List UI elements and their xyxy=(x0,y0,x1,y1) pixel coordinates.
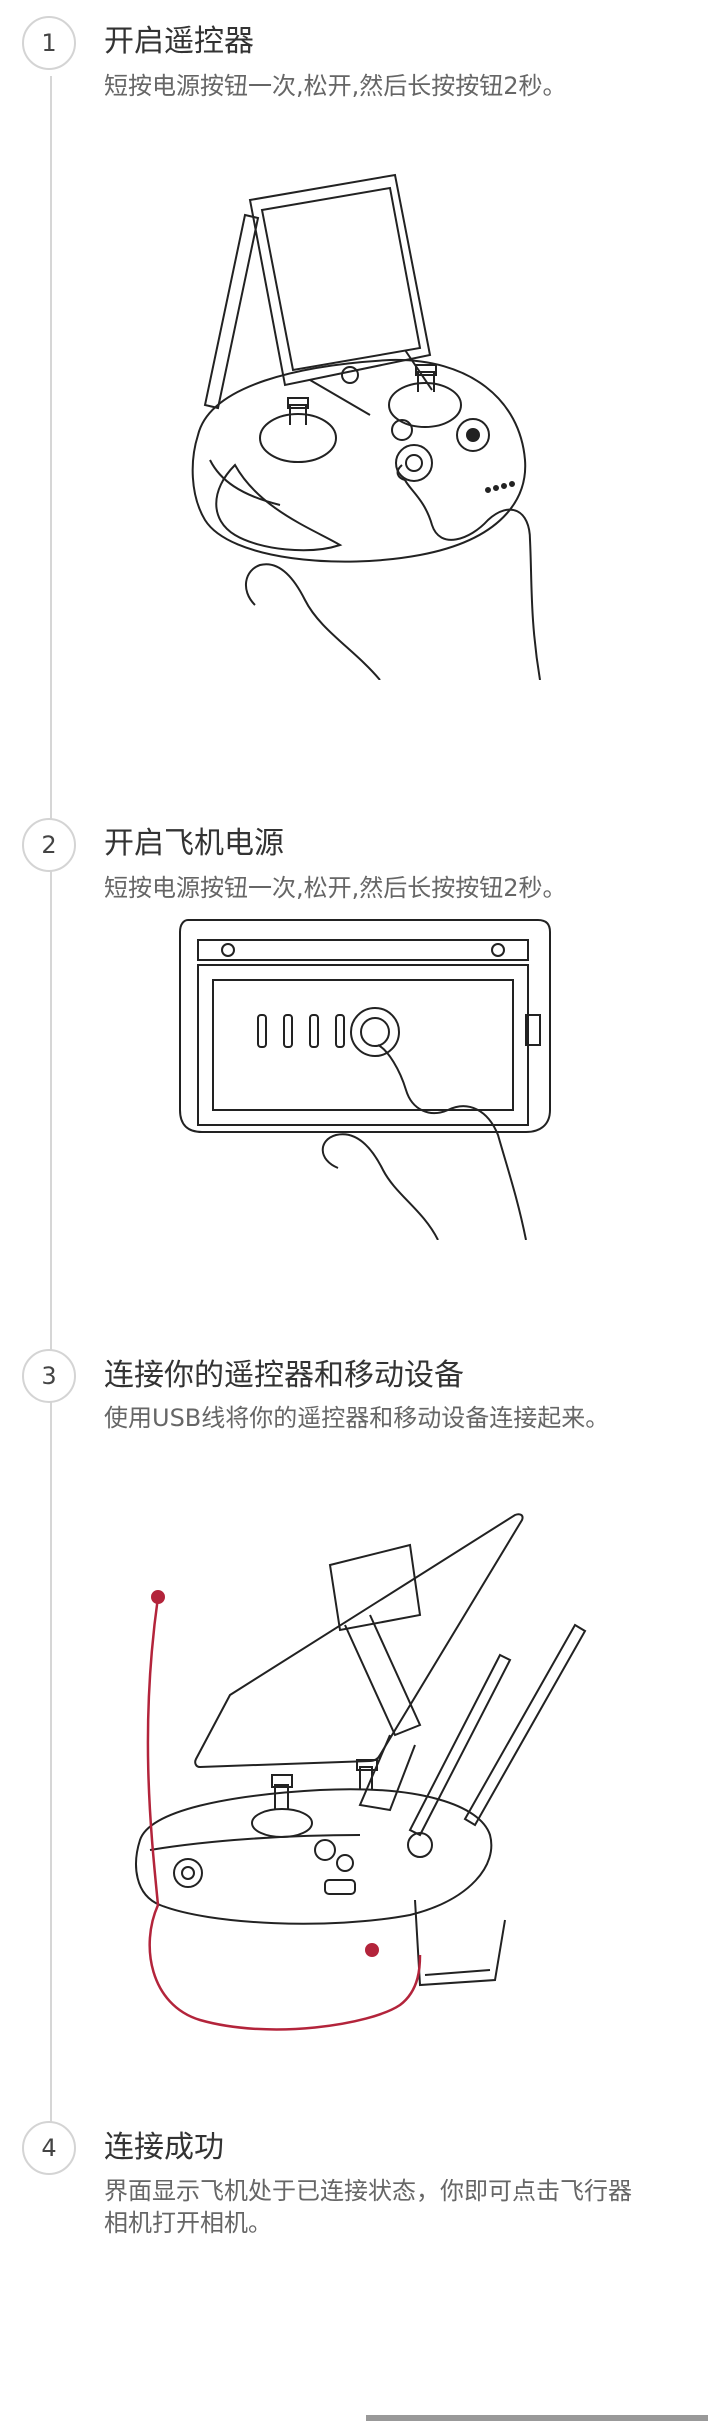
timeline-line xyxy=(50,76,52,2141)
step-number-badge: 1 xyxy=(22,16,76,70)
step-number: 2 xyxy=(41,831,57,859)
aircraft-battery-illustration xyxy=(168,910,568,1240)
step-number-badge: 4 xyxy=(22,2121,76,2175)
step-description: 界面显示飞机处于已连接状态，你即可点击飞行器相机打开相机。 xyxy=(104,2177,632,2237)
step-number: 4 xyxy=(41,2134,57,2162)
step-number-badge: 3 xyxy=(22,1349,76,1403)
remote-controller-illustration xyxy=(170,160,550,680)
step-title: 开启飞机电源 xyxy=(104,826,284,861)
step-description: 使用USB线将你的遥控器和移动设备连接起来。 xyxy=(104,1404,610,1432)
step-description: 短按电源按钮一次,松开,然后长按按钮2秒。 xyxy=(104,72,567,100)
step-title: 连接你的遥控器和移动设备 xyxy=(104,1358,464,1393)
bottom-scroll-indicator[interactable] xyxy=(366,2415,708,2421)
step-number: 3 xyxy=(41,1362,57,1390)
step-number-badge: 2 xyxy=(22,818,76,872)
step-title: 开启遥控器 xyxy=(104,24,254,59)
step-description: 短按电源按钮一次,松开,然后长按按钮2秒。 xyxy=(104,874,567,902)
step-title: 连接成功 xyxy=(104,2130,224,2165)
step-number: 1 xyxy=(41,29,57,57)
remote-with-tablet-illustration xyxy=(120,1505,600,2045)
